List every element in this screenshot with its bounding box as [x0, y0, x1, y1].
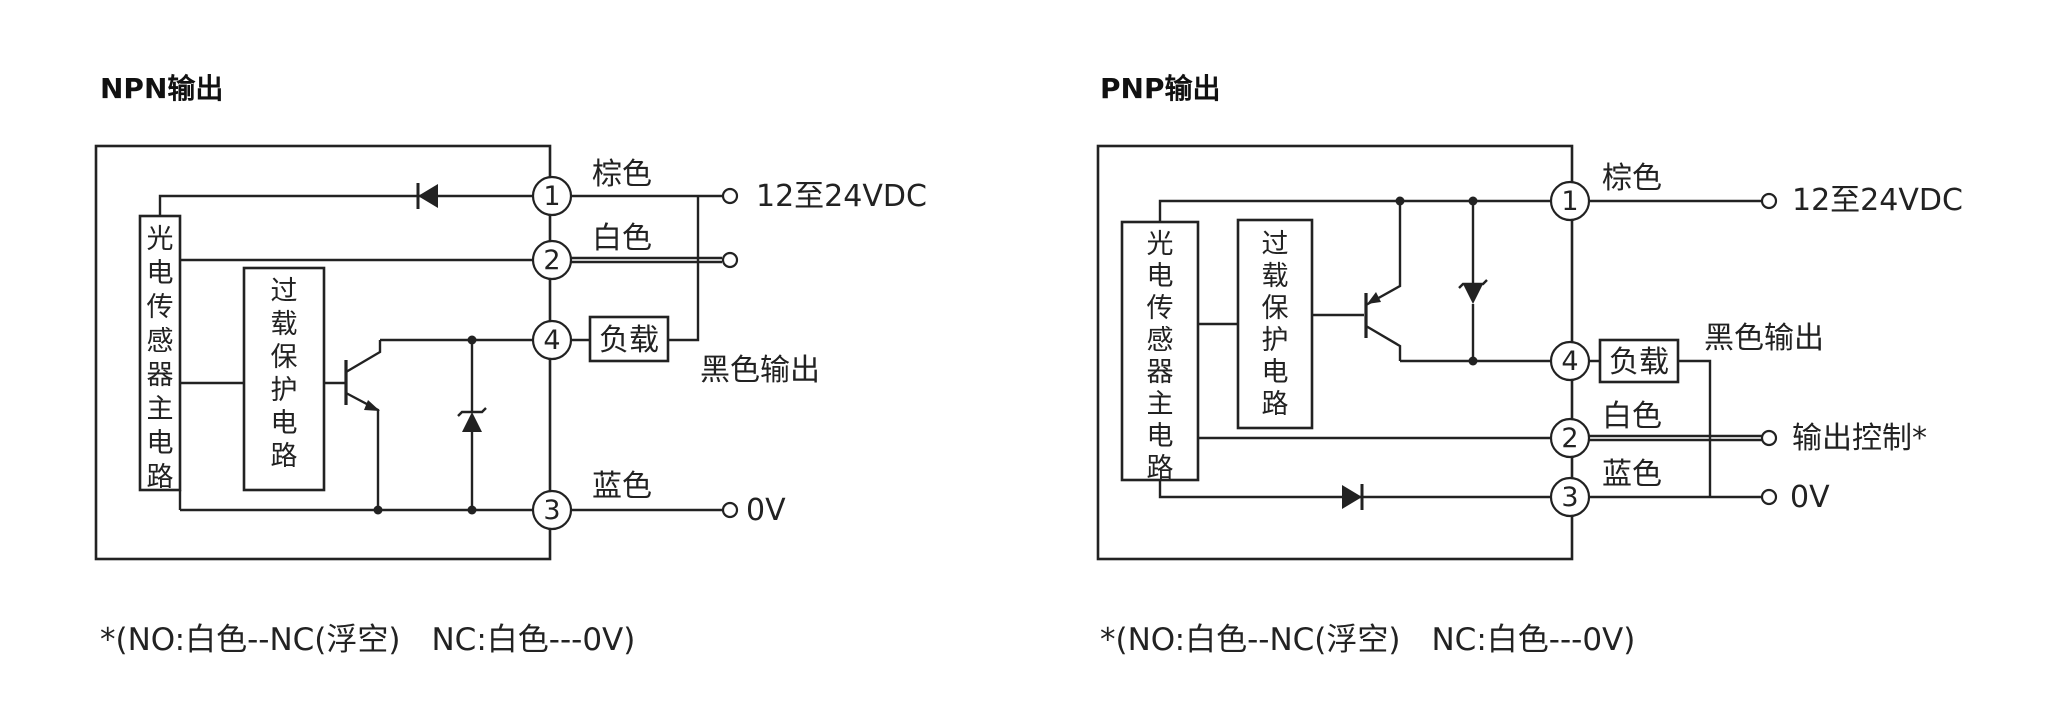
npn-load-label: 负载 [599, 323, 659, 358]
npn-pin-4-label: 4 [543, 325, 560, 356]
pnp-sensor-label: 光电传感器主电路 [1147, 229, 1174, 484]
npn-wire-3-internal [178, 490, 533, 512]
npn-wire-1-internal [158, 194, 533, 216]
npn-terminal-white [721, 251, 739, 269]
pnp-wire-1-internal [1158, 199, 1552, 222]
npn-wire-brown-label: 棕色 [592, 157, 652, 192]
npn-pin-2 [531, 239, 573, 281]
npn-black-output-label: 黑色输出 [700, 353, 820, 388]
pnp-wire-black [1589, 359, 1712, 497]
npn-wire-white [571, 256, 722, 264]
npn-terminal-supply [721, 187, 739, 205]
npn-protect-label: 过载保护电路 [271, 276, 298, 472]
pnp-wire-brown-label: 棕色 [1602, 161, 1662, 196]
npn-wire-black [571, 196, 700, 342]
npn-zero-v-label: 0V [746, 493, 786, 528]
pnp-protect-label: 过载保护电路 [1262, 229, 1289, 420]
pnp-pin-3-label: 3 [1561, 482, 1578, 513]
pnp-wire-white-label: 白色 [1602, 399, 1662, 434]
npn-pin-3-label: 3 [543, 495, 560, 526]
npn-zener-diode-icon [462, 412, 482, 432]
pnp-terminal-supply [1760, 192, 1778, 210]
npn-terminal-zero-v [721, 501, 739, 519]
npn-footnote: *(NO:白色--NC(浮空) NC:白色---0V) [100, 622, 635, 658]
npn-sensor-label: 光电传感器主电路 [147, 224, 174, 493]
pnp-title: PNP输出 [1100, 72, 1220, 105]
npn-diode-icon [418, 184, 438, 208]
npn-pin-2-label: 2 [543, 245, 560, 276]
pnp-supply-label: 12至24VDC [1792, 183, 1963, 218]
npn-diagram: NPN输出 光电传感器主电路 过载保护电路 1 2 4 [94, 72, 927, 561]
pnp-terminal-zero-v [1760, 488, 1778, 506]
npn-load-box [588, 315, 670, 363]
pnp-wire-blue-label: 蓝色 [1602, 457, 1662, 492]
npn-pin-1-label: 1 [543, 181, 560, 212]
pnp-diode-icon [1342, 485, 1362, 509]
npn-wire-white-label: 白色 [592, 221, 652, 256]
npn-wire-blue-label: 蓝色 [592, 469, 652, 504]
pnp-diagram: PNP输出 光电传感器主电路 过载保护电路 1 4 2 [1096, 72, 1963, 561]
pnp-wire-white [1589, 434, 1762, 442]
pnp-pin-1-label: 1 [1561, 186, 1578, 217]
pnp-black-output-label: 黑色输出 [1704, 321, 1824, 356]
pnp-wire-3-internal [1158, 480, 1552, 499]
pnp-output-control-label: 输出控制* [1792, 421, 1927, 456]
npn-title: NPN输出 [100, 72, 223, 105]
pnp-terminal-output-control [1760, 429, 1778, 447]
npn-overload-protection-circuit [242, 266, 326, 492]
npn-supply-label: 12至24VDC [756, 179, 927, 214]
pnp-zero-v-label: 0V [1790, 480, 1830, 515]
pnp-load-label: 负载 [1609, 345, 1669, 380]
pnp-pin-2-label: 2 [1561, 423, 1578, 454]
pnp-footnote: *(NO:白色--NC(浮空) NC:白色---0V) [1100, 622, 1635, 658]
pnp-pin-4-label: 4 [1561, 346, 1578, 377]
pnp-pin-2 [1549, 417, 1591, 459]
pnp-load-box [1598, 338, 1680, 384]
pnp-zener-diode-icon [1463, 284, 1483, 304]
